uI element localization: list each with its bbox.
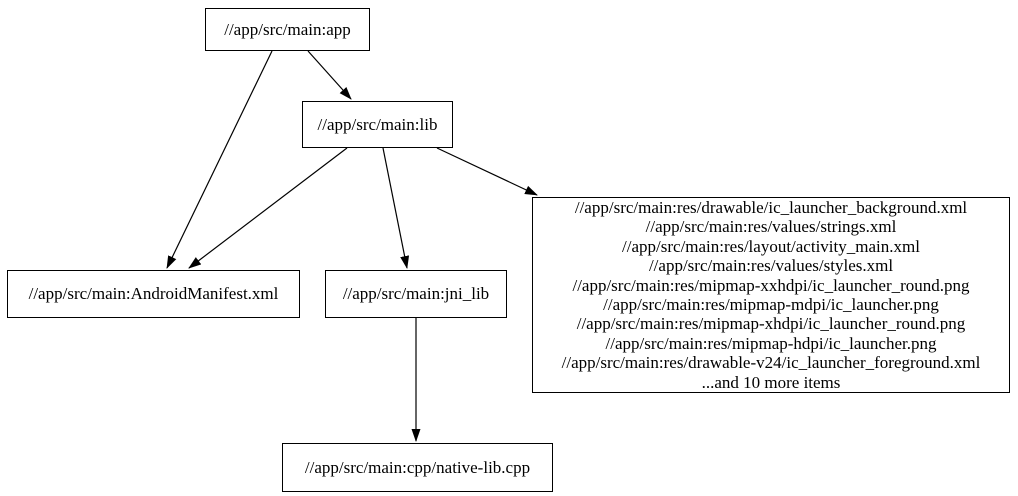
node-lib: //app/src/main:lib [302, 101, 453, 148]
res-file-line: //app/src/main:res/mipmap-mdpi/ic_launch… [603, 295, 939, 314]
res-file-line: //app/src/main:res/values/strings.xml [645, 217, 897, 237]
res-file-line: //app/src/main:res/values/styles.xml [648, 256, 894, 276]
edge-app-lib [307, 50, 352, 100]
edge-lib-manifest [188, 147, 348, 269]
node-app-label: //app/src/main:app [224, 19, 351, 39]
edge-app-manifest [166, 50, 273, 269]
res-file-line: //app/src/main:res/mipmap-xhdpi/ic_launc… [576, 314, 966, 334]
node-lib-label: //app/src/main:lib [317, 114, 438, 134]
edge-lib-jni-lib [382, 147, 410, 269]
res-file-line: //app/src/main:res/layout/activity_main.… [622, 236, 920, 256]
node-native-lib-cpp-label: //app/src/main:cpp/native-lib.cpp [304, 457, 531, 477]
res-file-line: //app/src/main:res/drawable-v24/ic_launc… [561, 353, 981, 373]
res-more-items-line: ...and 10 more items [701, 372, 841, 392]
res-file-line: //app/src/main:res/mipmap-xxhdpi/ic_laun… [572, 275, 970, 295]
res-file-line: //app/src/main:res/drawable/ic_launcher_… [574, 197, 968, 217]
node-jni-lib-label: //app/src/main:jni_lib [342, 284, 490, 304]
node-native-lib-cpp: //app/src/main:cpp/native-lib.cpp [282, 443, 553, 492]
node-android-manifest-label: //app/src/main:AndroidManifest.xml [28, 284, 279, 304]
res-file-line: //app/src/main:res/mipmap-hdpi/ic_launch… [605, 333, 937, 353]
node-res-files: //app/src/main:res/drawable/ic_launcher_… [532, 197, 1010, 393]
node-app: //app/src/main:app [205, 8, 370, 51]
node-android-manifest: //app/src/main:AndroidManifest.xml [7, 270, 300, 318]
edge-lib-res [436, 147, 538, 196]
node-jni-lib: //app/src/main:jni_lib [325, 270, 507, 318]
